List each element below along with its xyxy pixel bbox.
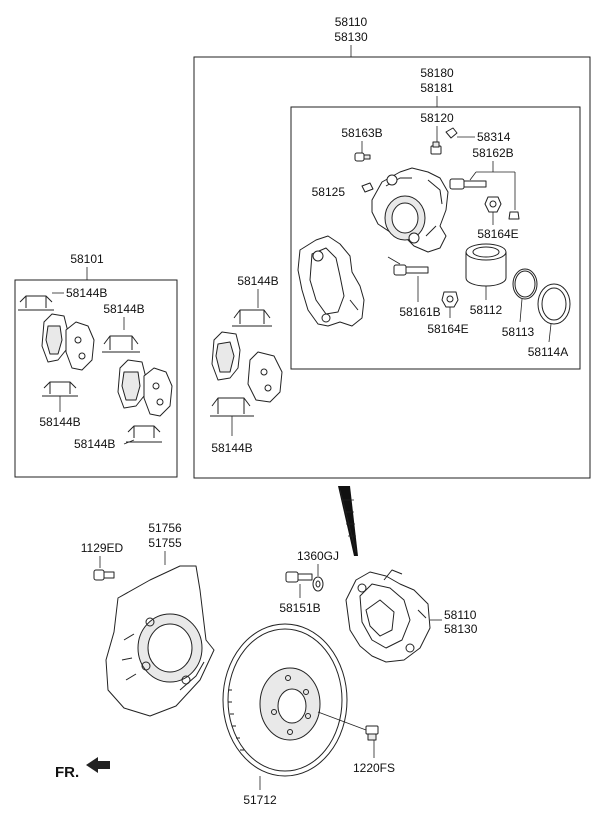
label-main-assy-a: 58110 [335, 15, 368, 29]
caliper-assembly-frame [193, 56, 591, 479]
brake-pad-outer [247, 351, 283, 403]
label-58163b: 58163B [341, 126, 382, 140]
label-51712: 51712 [243, 793, 277, 807]
pad-clip-kit-3 [42, 381, 78, 397]
label-58161b: 58161B [399, 305, 440, 319]
guide-boot-upper [484, 196, 502, 213]
label-pk-58144b-2: 58144B [103, 302, 144, 316]
front-arrow-icon [86, 757, 110, 773]
clip-58314 [445, 127, 458, 139]
leader-line [519, 298, 523, 323]
label-pk-58144b-1: 58144B [66, 286, 107, 300]
dust-shield [105, 565, 215, 717]
pad-clip-kit-4 [126, 425, 162, 443]
label-pad-kit: 58101 [70, 252, 104, 266]
pad-clip-kit-2 [102, 335, 140, 353]
leader-line [387, 256, 401, 265]
disc-screw [365, 725, 379, 741]
caliper-mount-bolt [285, 571, 313, 583]
pad-shim-upper [232, 309, 272, 327]
brake-pad-inner [211, 331, 241, 381]
piston-seal [512, 268, 538, 300]
piston-dust-boot [537, 283, 571, 325]
caliper-washer [312, 576, 324, 592]
label-caliper-a: 58180 [420, 66, 454, 80]
label-58120: 58120 [420, 111, 454, 125]
label-58144b-mid: 58144B [237, 274, 278, 288]
label-lower-assy-b: 58130 [444, 622, 478, 636]
label-pk-58144b-4: 58144B [74, 437, 115, 451]
guide-pin-bolt-lower [393, 264, 429, 276]
label-1220fs: 1220FS [353, 761, 395, 775]
label-1360gj: 1360GJ [297, 549, 339, 563]
label-1129ed: 1129ED [81, 541, 124, 555]
label-58314: 58314 [477, 130, 511, 144]
pad-clip-kit-1 [18, 295, 54, 311]
caliper-piston [465, 243, 507, 287]
pad-shim-lower [210, 397, 254, 417]
bleeder-screw [430, 141, 442, 155]
label-51756: 51756 [148, 521, 182, 535]
label-58164e-top: 58164E [477, 227, 518, 241]
label-lower-assy-a: 58110 [444, 608, 477, 622]
front-indicator-label: FR. [55, 764, 79, 781]
bleeder-cap [354, 152, 371, 162]
label-58125: 58125 [312, 185, 346, 199]
guide-pin-bolt-upper [449, 178, 487, 190]
label-pk-58144b-3: 58144B [39, 415, 80, 429]
label-main-assy-b: 58130 [334, 30, 368, 44]
assembly-direction-arrow [338, 486, 358, 556]
label-58114a: 58114A [528, 345, 568, 359]
pad-kit-pad-2 [65, 321, 95, 371]
caliper-body-frame [290, 106, 581, 370]
pad-kit-frame [14, 279, 178, 478]
label-58112: 58112 [470, 303, 503, 317]
leader-line [469, 171, 477, 181]
caliper-body [371, 167, 449, 253]
caliper-bracket [297, 235, 365, 327]
label-58113: 58113 [502, 325, 535, 339]
pad-kit-pad-3 [117, 359, 147, 409]
pad-kit-pad-1 [41, 313, 69, 363]
shield-bolt [93, 569, 115, 581]
label-caliper-b: 58181 [420, 81, 454, 95]
leader-line [317, 711, 367, 731]
guide-boot-lower [441, 291, 459, 308]
brake-disc [222, 623, 348, 777]
label-51755: 51755 [148, 536, 182, 550]
leader-line [123, 439, 135, 445]
label-58164e-bot: 58164E [427, 322, 468, 336]
pad-kit-pad-4 [143, 367, 173, 417]
dust-cap-small [508, 211, 520, 220]
label-58151b: 58151B [279, 601, 320, 615]
label-58144b-mid-bot: 58144B [211, 441, 252, 455]
label-58162b: 58162B [472, 146, 513, 160]
bleeder-plug [361, 182, 374, 193]
lower-caliper-assembly [345, 569, 431, 663]
leader-line [548, 323, 552, 343]
